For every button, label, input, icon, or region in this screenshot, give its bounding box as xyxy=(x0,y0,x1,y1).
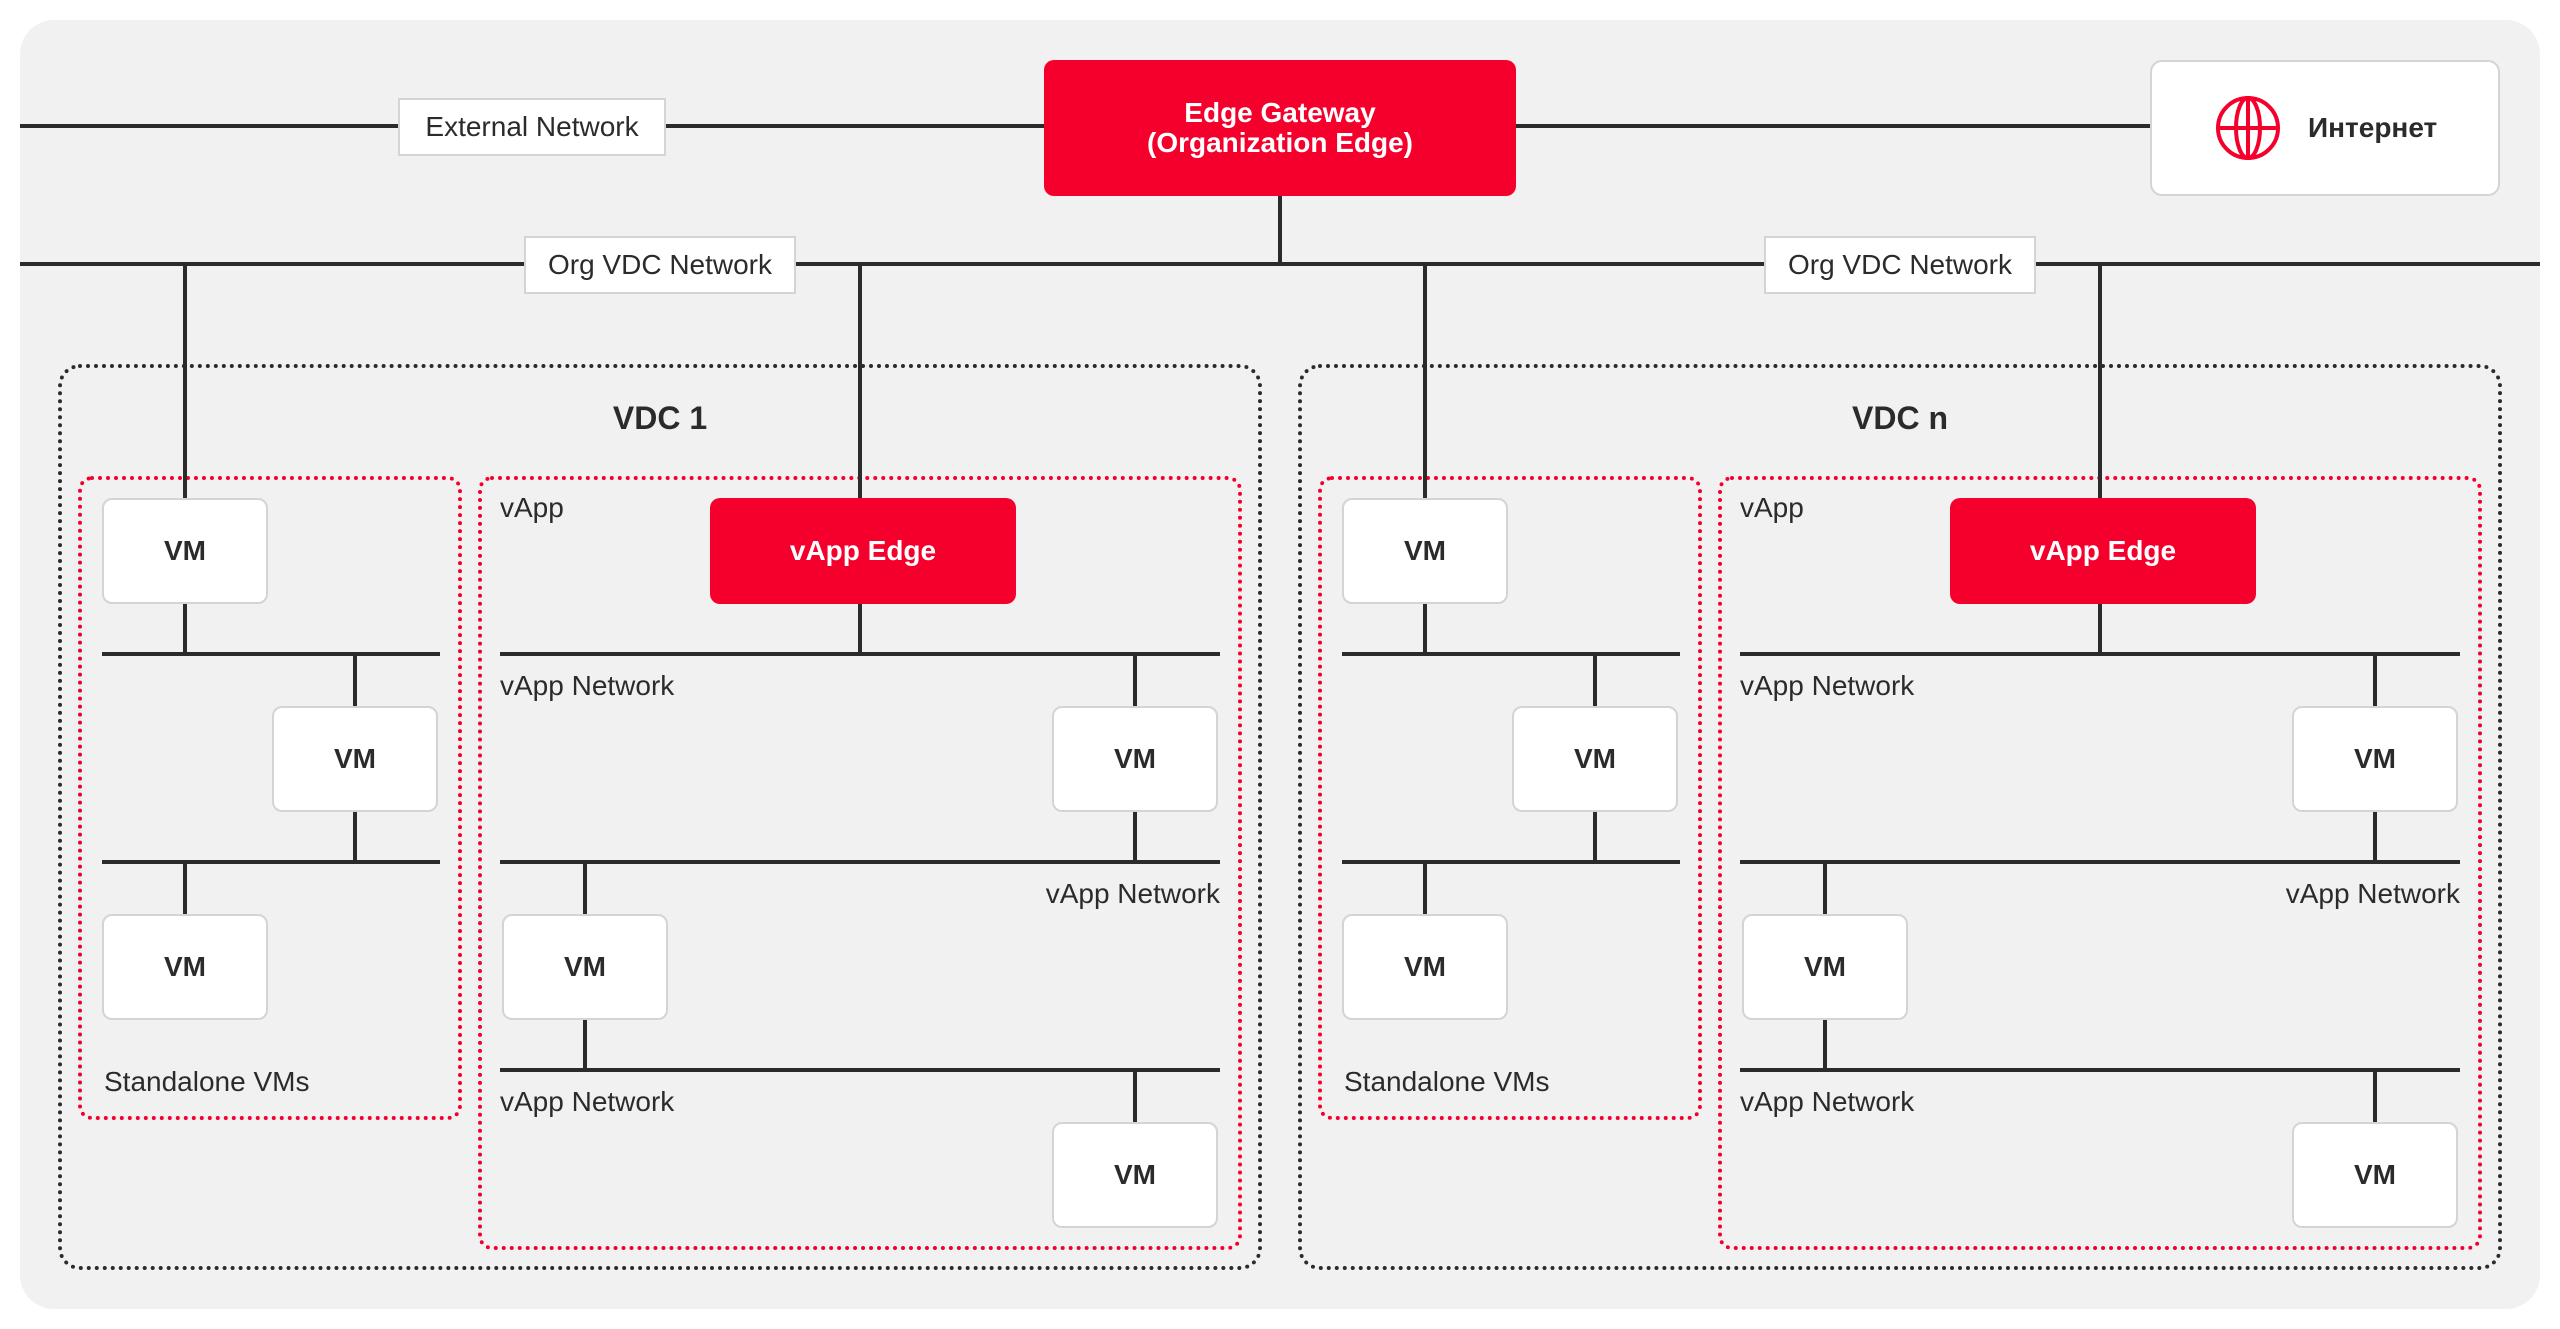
vapp-label: vApp xyxy=(500,492,564,523)
vm-node[interactable]: VM xyxy=(102,498,268,604)
vapp-network-label: vApp Network xyxy=(500,1086,675,1117)
edge-gateway[interactable]: Edge Gateway (Organization Edge) xyxy=(1044,60,1516,196)
vm-node[interactable]: VM xyxy=(1052,706,1218,812)
network-line xyxy=(500,1068,1220,1072)
vm-node[interactable]: VM xyxy=(102,914,268,1020)
network-line xyxy=(1740,1068,2460,1072)
connector-line xyxy=(583,862,587,914)
vm-node[interactable]: VM xyxy=(272,706,438,812)
connector-line xyxy=(1423,862,1427,914)
connector-line xyxy=(2373,1070,2377,1122)
connector-line xyxy=(1133,812,1137,862)
connector-line xyxy=(1823,862,1827,914)
external-network-label: External Network xyxy=(398,98,666,156)
vapp-label: vApp xyxy=(1740,492,1804,523)
connector-line xyxy=(183,262,187,498)
connector-line xyxy=(1133,654,1137,706)
vm-node[interactable]: VM xyxy=(1342,914,1508,1020)
connector-line xyxy=(583,1020,587,1070)
vapp-edge[interactable]: vApp Edge xyxy=(710,498,1016,604)
connector-line xyxy=(1593,812,1597,862)
vm-node[interactable]: VM xyxy=(1512,706,1678,812)
network-line xyxy=(102,652,440,656)
network-line xyxy=(1740,652,2460,656)
connector-line xyxy=(858,262,862,498)
vdc-container xyxy=(1298,364,2502,1270)
org-vdc-network-line xyxy=(20,262,2540,266)
vm-node[interactable]: VM xyxy=(1342,498,1508,604)
globe-icon xyxy=(2216,96,2280,160)
connector-line xyxy=(2373,654,2377,706)
network-line xyxy=(500,860,1220,864)
vdc-container xyxy=(58,364,1262,1270)
vapp-network-label: vApp Network xyxy=(1740,1086,1915,1117)
vm-node[interactable]: VM xyxy=(1052,1122,1218,1228)
network-line xyxy=(1342,860,1680,864)
internet-label: Интернет xyxy=(2308,112,2438,143)
standalone-vms-group xyxy=(1318,476,1702,1120)
vm-node[interactable]: VM xyxy=(502,914,668,1020)
connector-line xyxy=(2373,812,2377,862)
connector-line xyxy=(2098,604,2102,654)
vm-node[interactable]: VM xyxy=(2292,706,2458,812)
connector-line xyxy=(1133,1070,1137,1122)
connector-line xyxy=(1823,1020,1827,1070)
vapp-network-label: vApp Network xyxy=(1740,670,1915,701)
connector-line xyxy=(183,604,187,654)
connector-line xyxy=(1423,604,1427,654)
vm-node[interactable]: VM xyxy=(1742,914,1908,1020)
vapp-edge[interactable]: vApp Edge xyxy=(1950,498,2256,604)
edge-gateway-subtitle: (Organization Edge) xyxy=(1147,127,1413,158)
vapp-network-label: vApp Network xyxy=(1045,878,1220,909)
edge-gateway-title: Edge Gateway xyxy=(1184,97,1376,128)
network-line xyxy=(1740,860,2460,864)
connector-line xyxy=(858,604,862,654)
connector-line xyxy=(1593,654,1597,706)
standalone-vms-label: Standalone VMs xyxy=(1344,1066,1550,1097)
gateway-uplink-line xyxy=(1278,194,1282,264)
connector-line xyxy=(1423,262,1427,498)
internet-link-line xyxy=(1515,124,2150,128)
network-line xyxy=(500,652,1220,656)
vm-node[interactable]: VM xyxy=(2292,1122,2458,1228)
vapp-network-label: vApp Network xyxy=(500,670,675,701)
vdc-title: VDC n xyxy=(1852,400,1948,436)
network-line xyxy=(102,860,440,864)
connector-line xyxy=(183,862,187,914)
internet-node[interactable]: Интернет xyxy=(2150,60,2500,196)
network-line xyxy=(1342,652,1680,656)
org-vdc-network-label-right: Org VDC Network xyxy=(1764,236,2036,294)
vapp-network-label: vApp Network xyxy=(2285,878,2460,909)
connector-line xyxy=(2098,262,2102,498)
connector-line xyxy=(353,812,357,862)
org-vdc-network-label-left: Org VDC Network xyxy=(524,236,796,294)
standalone-vms-label: Standalone VMs xyxy=(104,1066,310,1097)
vdc-title: VDC 1 xyxy=(612,400,708,436)
connector-line xyxy=(353,654,357,706)
standalone-vms-group xyxy=(78,476,462,1120)
